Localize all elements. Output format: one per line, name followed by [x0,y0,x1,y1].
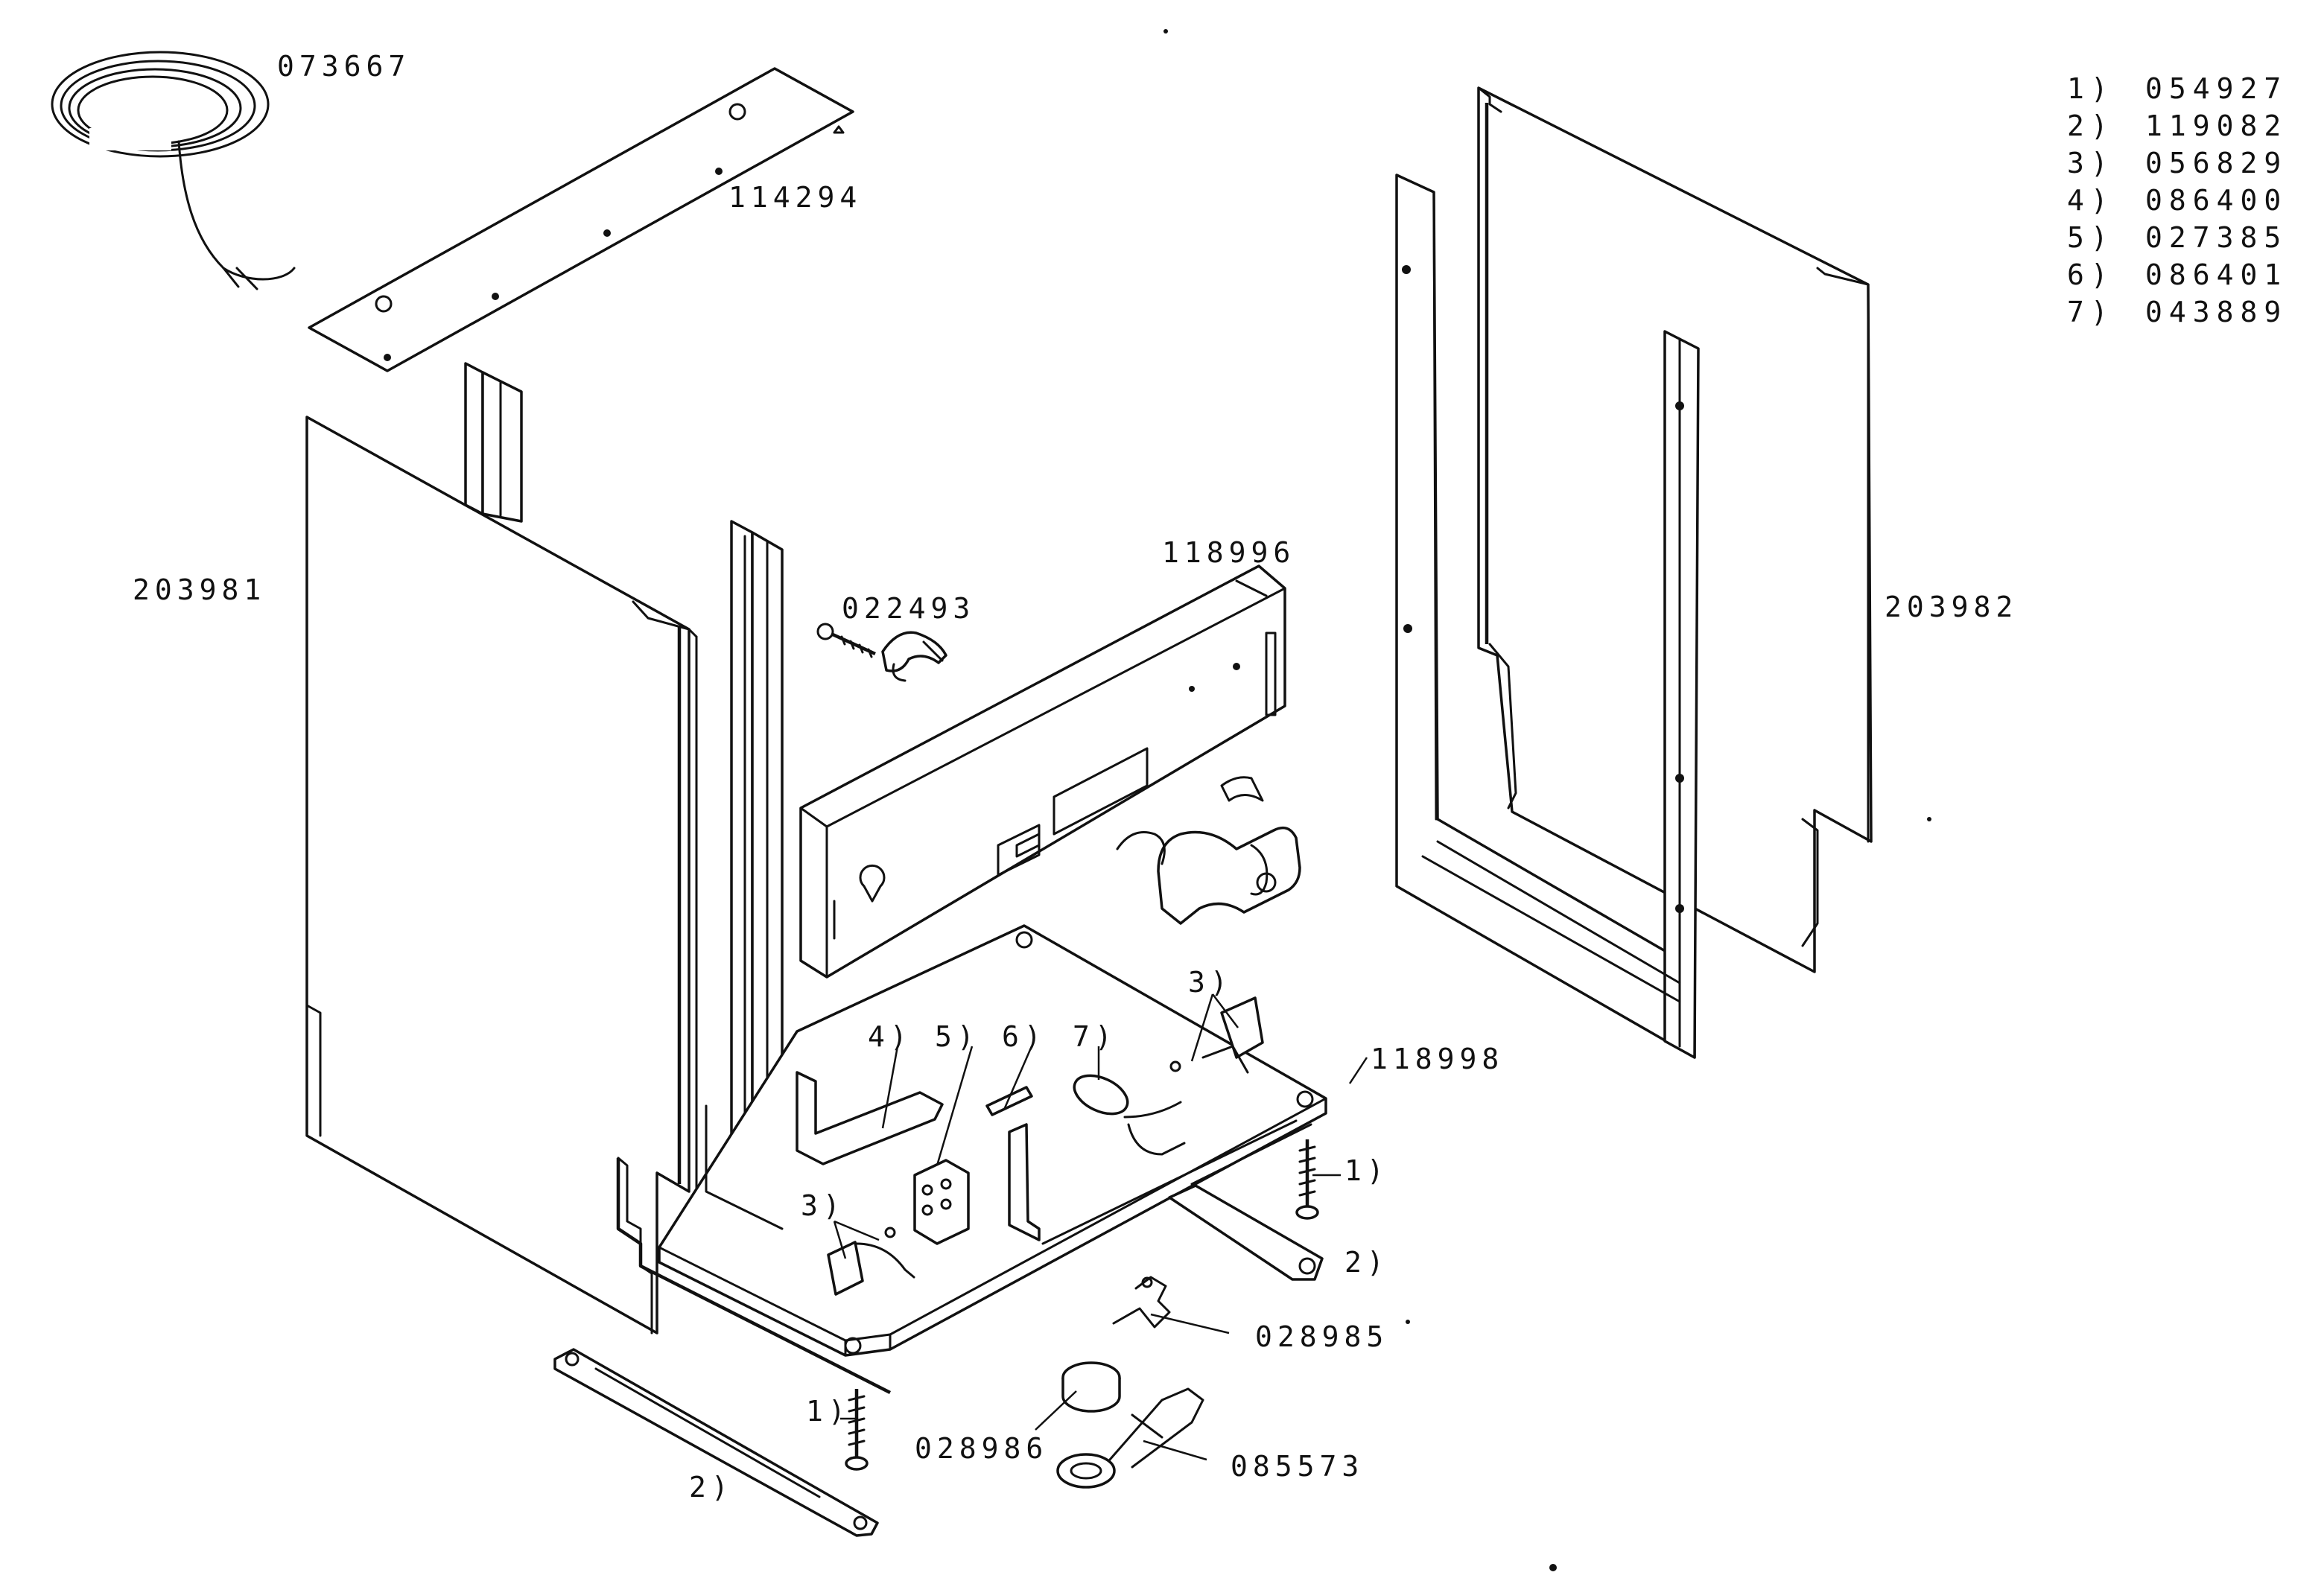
legend-part-2: 119082 [2145,109,2288,142]
callout-3-left: 3) [801,1189,845,1222]
label-float: 085573 [1231,1450,1364,1483]
label-right-panel: 203982 [1885,591,2018,623]
label-left-panel: 203981 [133,573,266,606]
base-corner-profile [616,1104,892,1395]
callout-1-right: 1) [1344,1154,1389,1187]
legend-key-4: 4) [2067,184,2115,217]
cable-clip [816,623,947,682]
rear-left-upright [464,362,523,523]
callout-2-left: 2) [689,1471,734,1504]
callout-5: 5) [935,1020,980,1053]
legend-key-5: 5) [2067,221,2115,254]
power-cable [51,51,296,290]
legend-part-4: 086400 [2145,184,2288,217]
label-clip: 022493 [842,592,975,625]
legend-key-1: 1) [2067,72,2115,105]
scan-specks [1163,29,1931,1571]
callout-7: 7) [1073,1020,1117,1053]
feet-and-screws [553,1139,1324,1537]
legend-key-2: 2) [2067,109,2115,142]
base-components [796,996,1264,1296]
legend-part-7: 043889 [2145,296,2288,328]
part-labels: 073667 114294 203981 022493 118996 20398… [133,50,2018,1483]
left-side-panel [305,416,698,1335]
legend-key-3: 3) [2067,147,2115,179]
right-door-frame [1395,174,1700,1059]
label-knob: 028986 [915,1432,1048,1465]
label-rear-panel: 118996 [1162,536,1295,569]
legend-part-1: 054927 [2145,72,2288,105]
leader-lines [833,993,1368,1461]
callout-6: 6) [1002,1020,1047,1053]
callout-1-left: 1) [806,1395,851,1428]
legend-part-6: 086401 [2145,258,2288,291]
legend-key-7: 7) [2067,296,2115,328]
label-top-plate: 114294 [728,181,862,214]
label-base-plate: 118998 [1371,1043,1504,1075]
front-left-upright [706,520,784,1253]
parts-legend: 1) 054927 2) 119082 3) 056829 4) 086400 … [2067,72,2288,328]
rear-panel [799,564,1286,979]
callout-3-right: 3) [1188,966,1233,999]
hose-bracket [1116,776,1301,925]
legend-part-3: 056829 [2145,147,2288,179]
label-switch: 028985 [1255,1320,1388,1353]
callout-4: 4) [868,1020,912,1053]
float-assembly [1056,1276,1204,1489]
legend-part-5: 027385 [2145,221,2288,254]
base-plate [658,924,1327,1357]
legend-key-6: 6) [2067,258,2115,291]
label-cable: 073667 [277,50,410,83]
callout-2-right: 2) [1344,1246,1389,1279]
callouts: 4) 5) 6) 7) 3) 3) 1) 2) 1) 2) [689,966,1389,1504]
top-plate [308,67,854,372]
